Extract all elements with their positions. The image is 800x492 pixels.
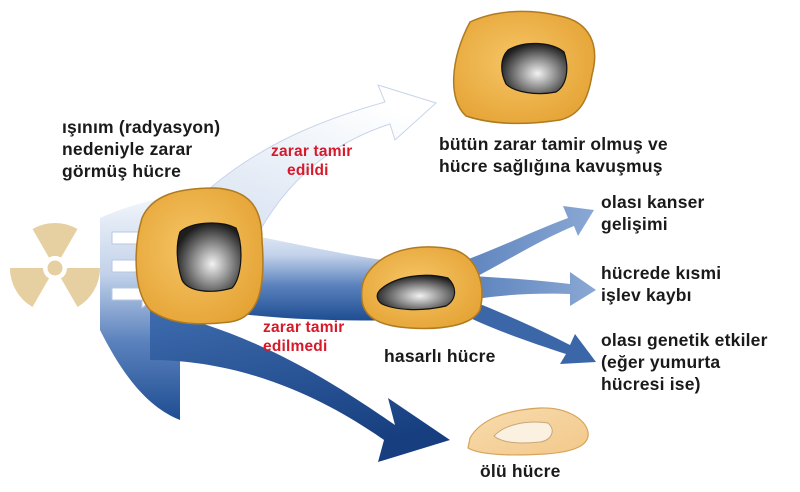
repaired-cell-nucleus bbox=[501, 42, 568, 95]
irradiated-cell-label-line2: nedeniyle zarar bbox=[62, 139, 193, 159]
damaged-cell-nucleus bbox=[376, 274, 456, 311]
healthy-cell-label-line1: bütün zarar tamir olmuş ve bbox=[439, 134, 668, 154]
irradiated-cell bbox=[135, 187, 264, 325]
function-loss-label-line2: işlev kaybı bbox=[601, 285, 692, 305]
dead-cell-label: ölü hücre bbox=[480, 461, 561, 481]
repaired-cell bbox=[452, 10, 596, 125]
healthy-cell-label-line2: hücre sağlığına kavuşmuş bbox=[439, 156, 663, 176]
unrepaired-label-line1: zarar tamir bbox=[263, 319, 345, 336]
cancer-label-line2: gelişimi bbox=[601, 214, 668, 234]
unrepaired-label-line2: edilmedi bbox=[263, 338, 328, 355]
genetic-label-line2: (eğer yumurta bbox=[601, 352, 721, 372]
irradiated-cell-nucleus bbox=[176, 222, 242, 292]
cancer-label-line1: olası kanser bbox=[601, 192, 705, 212]
repaired-label-line1: zarar tamir bbox=[271, 143, 353, 160]
irradiated-cell-label-line1: ışınım (radyasyon) bbox=[62, 117, 221, 137]
radiation-trefoil-icon bbox=[9, 222, 101, 307]
unrepaired-arrow bbox=[150, 310, 450, 462]
irradiated-cell-label-line3: görmüş hücre bbox=[62, 161, 182, 181]
damaged-cell bbox=[360, 246, 483, 330]
function-loss-branch-arrow bbox=[470, 272, 596, 306]
genetic-label-line1: olası genetik etkiler bbox=[601, 330, 768, 350]
genetic-label-line3: hücresi ise) bbox=[601, 374, 701, 394]
damaged-cell-label: hasarlı hücre bbox=[384, 346, 496, 366]
genetic-branch-arrow bbox=[470, 300, 596, 364]
cancer-branch-arrow bbox=[460, 206, 594, 280]
repaired-label-line2: edildi bbox=[287, 162, 329, 179]
function-loss-label-line1: hücrede kısmi bbox=[601, 263, 722, 283]
dead-cell bbox=[467, 407, 589, 456]
dead-cell-nucleus bbox=[493, 421, 553, 444]
